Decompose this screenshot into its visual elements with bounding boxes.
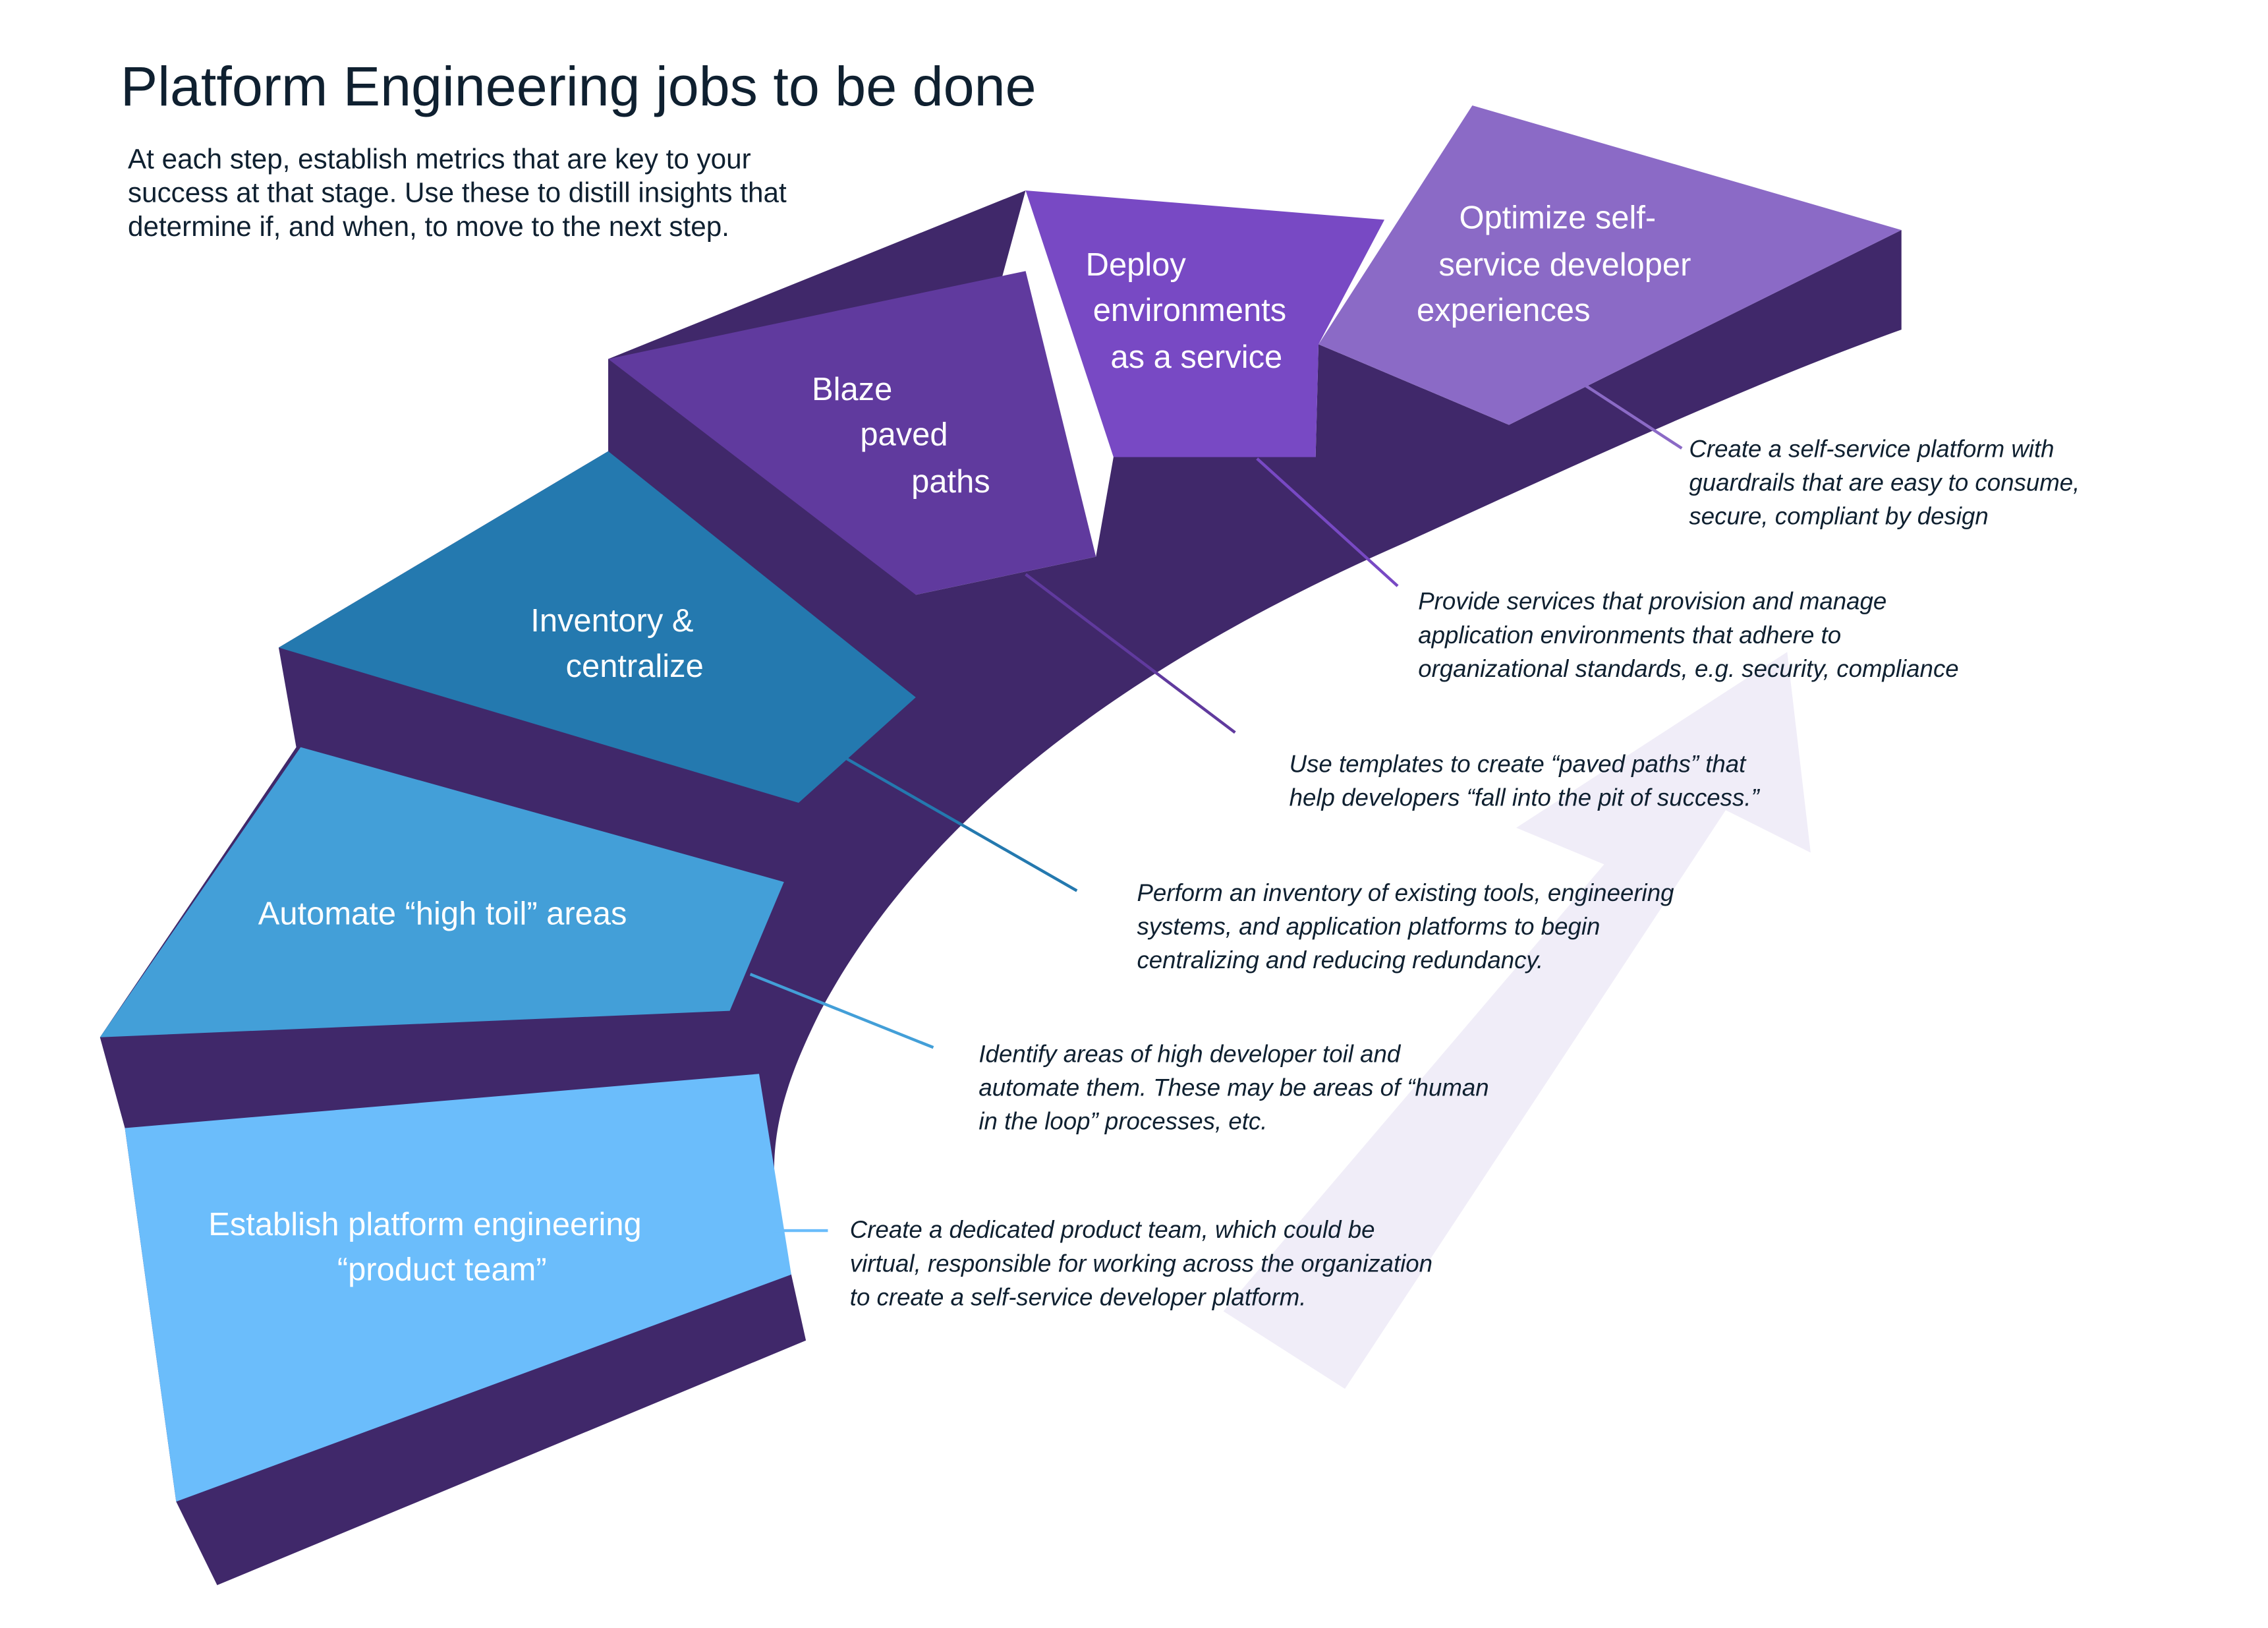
step-label: Blaze <box>812 372 892 407</box>
connector-line <box>1584 384 1683 450</box>
step-description: Perform an inventory of existing tools, … <box>1137 879 1674 906</box>
step-description: help developers “fall into the pit of su… <box>1290 784 1761 811</box>
step-description: secure, compliant by design <box>1689 503 1988 530</box>
step-label: paths <box>911 464 990 500</box>
step-description: Create a self-service platform with <box>1689 435 2054 462</box>
step-description: Provide services that provision and mana… <box>1418 588 1886 615</box>
step-label: paved <box>860 417 948 453</box>
step-description: systems, and application platforms to be… <box>1137 913 1600 940</box>
step-description: to create a self-service developer platf… <box>850 1283 1307 1310</box>
connector-line <box>749 973 934 1049</box>
step-automate-toil[interactable] <box>99 747 784 1037</box>
step-description: Identify areas of high developer toil an… <box>978 1040 1401 1067</box>
step-deploy-environments[interactable] <box>1025 190 1385 457</box>
step-label: “product team” <box>337 1252 547 1288</box>
step-description: virtual, responsible for working across … <box>850 1250 1432 1277</box>
step-inventory-centralize[interactable] <box>278 451 916 803</box>
step-description: application environments that adhere to <box>1418 622 1841 649</box>
connector-line <box>1025 573 1236 734</box>
step-label: Optimize self- <box>1459 200 1656 236</box>
page-title: Platform Engineering jobs to be done <box>121 55 1036 117</box>
intro-line-3: determine if, and when, to move to the n… <box>128 211 729 242</box>
step-label: Automate “high toil” areas <box>258 896 627 932</box>
step-label: as a service <box>1110 339 1282 375</box>
connector-line <box>846 757 1078 892</box>
step-label: service developer <box>1438 247 1691 283</box>
step-description: organizational standards, e.g. security,… <box>1418 655 1958 682</box>
step-paved-paths[interactable] <box>608 271 1096 595</box>
step-description: Use templates to create “paved paths” th… <box>1290 750 1747 777</box>
step-label: Deploy <box>1086 247 1187 283</box>
step-label: Inventory & <box>530 603 693 639</box>
step-description: in the loop” processes, etc. <box>978 1108 1267 1135</box>
step-label: Establish platform engineering <box>208 1207 641 1242</box>
step-optimize-self-service[interactable] <box>1318 105 1902 425</box>
connector-line <box>1256 457 1399 587</box>
step-label: environments <box>1093 293 1286 328</box>
intro-line-2: success at that stage. Use these to dist… <box>128 177 787 208</box>
step-label: experiences <box>1417 293 1591 328</box>
step-description: centralizing and reducing redundancy. <box>1137 946 1543 974</box>
step-label: centralize <box>566 649 704 684</box>
step-description: guardrails that are easy to consume, <box>1689 469 2080 496</box>
progress-arrow-icon <box>1223 652 1811 1389</box>
step-description: Create a dedicated product team, which c… <box>850 1216 1375 1243</box>
step-establish-team[interactable] <box>125 1074 791 1502</box>
intro-line-1: At each step, establish metrics that are… <box>128 144 751 175</box>
step-description: automate them. These may be areas of “hu… <box>978 1074 1488 1101</box>
